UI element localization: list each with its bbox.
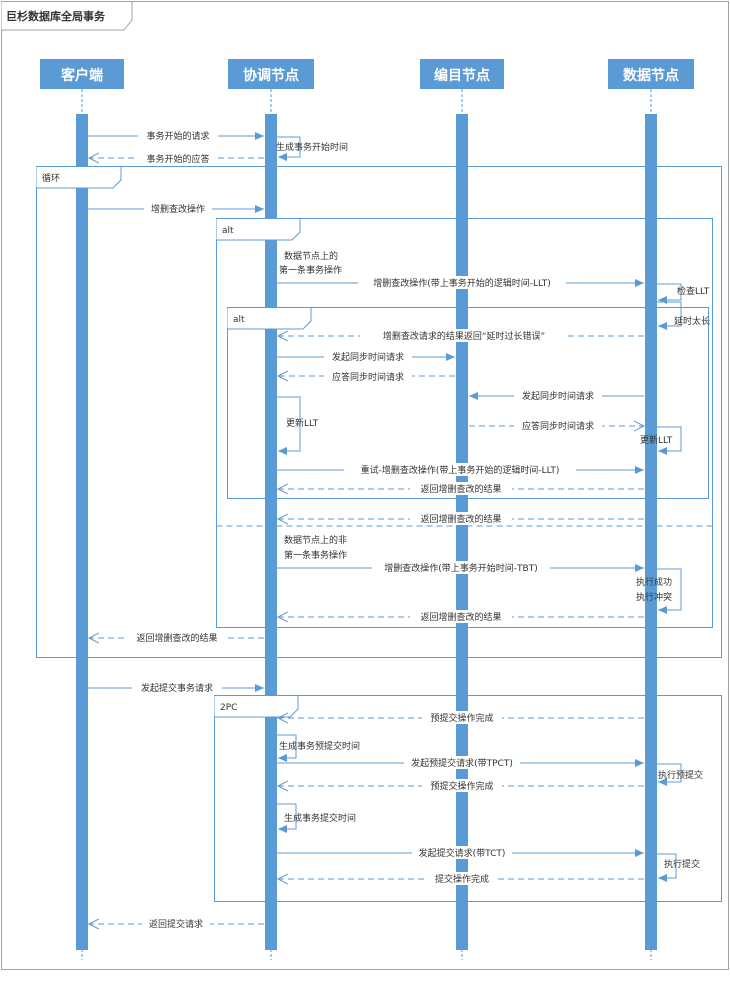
loop-frame-label: 循环 bbox=[42, 172, 60, 184]
participant-label: 协调节点 bbox=[243, 67, 299, 84]
message-gen-precommit-time: 生成事务预提交时间 bbox=[277, 734, 360, 762]
participant-data: 数据节点 bbox=[608, 59, 694, 89]
message-commit-request: 发起提交事务请求 bbox=[88, 681, 264, 694]
message-crud-with-llt: 增删查改操作(带上事务开始的逻辑时间-LLT) bbox=[277, 276, 644, 289]
participant-label: 编目节点 bbox=[434, 67, 490, 84]
message-crud-result-2: 返回增删查改的结果 bbox=[278, 512, 644, 525]
alt-frame-outer-label: alt bbox=[222, 226, 234, 236]
message-label: 生成事务预提交时间 bbox=[279, 740, 360, 752]
diagram-title: 巨杉数据库全局事务 bbox=[6, 9, 106, 23]
message-label: 生成事务提交时间 bbox=[284, 812, 356, 824]
guard-first-op-line2: 第一条事务操作 bbox=[279, 264, 342, 276]
message-label: 应答同步时间请求 bbox=[522, 420, 594, 432]
message-exec-result: 执行成功 执行冲突 bbox=[636, 568, 682, 614]
message-label: 返回增删查改的结果 bbox=[136, 632, 217, 644]
message-label: 返回提交请求 bbox=[149, 918, 203, 930]
message-label: 检查LLT bbox=[677, 285, 710, 297]
participant-catalog: 编目节点 bbox=[420, 59, 504, 89]
participant-coordinator: 协调节点 bbox=[228, 59, 314, 89]
activation-bars bbox=[76, 114, 657, 950]
alt-frame-outer: alt bbox=[216, 218, 713, 628]
message-commit-tct-request: 发起提交请求(带TCT) bbox=[277, 846, 644, 859]
message-label: 增删查改操作 bbox=[151, 203, 205, 215]
message-crud-result-3: 返回增删查改的结果 bbox=[278, 610, 644, 623]
twopc-frame: 2PC bbox=[214, 695, 722, 902]
message-sync-time-reply-data: 应答同步时间请求 bbox=[469, 419, 644, 432]
message-update-llt-data: 更新LLT bbox=[640, 426, 682, 455]
message-label: 增删查改操作(带上事务开始时间-TBT) bbox=[384, 562, 537, 574]
message-label: 增删查改请求的结果返回“延时过长错误” bbox=[383, 330, 545, 342]
message-label: 返回增删查改的结果 bbox=[420, 483, 501, 495]
message-label: 执行成功 bbox=[636, 576, 672, 588]
message-commit-done: 提交操作完成 bbox=[278, 872, 644, 885]
message-exec-commit: 执行提交 bbox=[657, 853, 700, 882]
message-label: 发起同步时间请求 bbox=[332, 351, 404, 363]
message-label: 发起提交事务请求 bbox=[141, 682, 213, 694]
message-crud-request: 增删查改操作 bbox=[88, 202, 264, 215]
alt-frame-inner: alt bbox=[227, 307, 709, 499]
message-label: 生成事务开始时间 bbox=[276, 141, 348, 153]
message-update-llt-coord: 更新LLT bbox=[277, 396, 319, 455]
message-delay-error-reply: 增删查改请求的结果返回“延时过长错误” bbox=[278, 329, 644, 342]
message-label: 延时太长 bbox=[674, 315, 710, 327]
message-sync-time-request-coord: 发起同步时间请求 bbox=[277, 350, 455, 363]
message-label: 预提交操作完成 bbox=[430, 780, 493, 792]
message-label: 执行冲突 bbox=[636, 591, 672, 603]
message-label: 预提交操作完成 bbox=[430, 712, 493, 724]
message-precommit-request: 发起预提交请求(带TPCT) bbox=[277, 756, 644, 769]
message-label: 执行预提交 bbox=[658, 769, 703, 781]
message-begin-request: 事务开始的请求 bbox=[88, 129, 264, 142]
message-gen-commit-time: 生成事务提交时间 bbox=[277, 803, 356, 833]
message-label: 更新LLT bbox=[640, 434, 673, 446]
message-precommit-done-1: 预提交操作完成 bbox=[278, 711, 644, 724]
loop-frame: 循环 bbox=[36, 166, 722, 658]
twopc-frame-label: 2PC bbox=[220, 703, 237, 713]
message-label: 返回增删查改的结果 bbox=[420, 611, 501, 623]
participant-label: 客户端 bbox=[60, 67, 103, 84]
message-crud-result-client: 返回增删查改的结果 bbox=[89, 631, 264, 644]
outer-border bbox=[1, 1, 729, 970]
title-tab bbox=[1, 1, 133, 31]
message-delay-too-long: 延时太长 bbox=[657, 301, 710, 330]
message-commit-reply-client: 返回提交请求 bbox=[89, 917, 264, 930]
lifelines bbox=[81, 89, 652, 960]
participant-client: 客户端 bbox=[40, 59, 124, 89]
message-gen-begin-time: 生成事务开始时间 bbox=[276, 136, 348, 161]
guard-nonfirst-op-line2: 第一条事务操作 bbox=[284, 549, 347, 561]
message-label: 发起提交请求(带TCT) bbox=[419, 847, 506, 859]
message-label: 返回增删查改的结果 bbox=[420, 513, 501, 525]
message-crud-with-tbt: 增删查改操作(带上事务开始时间-TBT) bbox=[277, 561, 644, 574]
message-label: 事务开始的请求 bbox=[146, 130, 209, 142]
message-sync-time-reply-coord: 应答同步时间请求 bbox=[278, 370, 455, 383]
message-retry-crud: 重试-增删查改操作(带上事务开始的逻辑时间-LLT) bbox=[277, 463, 644, 476]
message-label: 增删查改操作(带上事务开始的逻辑时间-LLT) bbox=[373, 277, 551, 289]
message-label: 发起预提交请求(带TPCT) bbox=[411, 757, 513, 769]
message-check-llt: 检查LLT bbox=[657, 283, 710, 304]
message-label: 执行提交 bbox=[664, 858, 700, 870]
message-exec-precommit: 执行预提交 bbox=[657, 763, 703, 786]
message-label: 应答同步时间请求 bbox=[332, 371, 404, 383]
message-begin-reply: 事务开始的应答 bbox=[89, 152, 264, 165]
message-label: 事务开始的应答 bbox=[146, 153, 209, 165]
message-label: 发起同步时间请求 bbox=[522, 390, 594, 402]
guard-nonfirst-op-line1: 数据节点上的非 bbox=[284, 534, 347, 546]
alt-frame-inner-label: alt bbox=[233, 315, 245, 325]
message-label: 更新LLT bbox=[286, 417, 319, 429]
participant-label: 数据节点 bbox=[623, 67, 679, 84]
message-label: 重试-增删查改操作(带上事务开始的逻辑时间-LLT) bbox=[361, 464, 560, 476]
message-precommit-done-2: 预提交操作完成 bbox=[278, 779, 644, 792]
message-crud-result-1: 返回增删查改的结果 bbox=[278, 482, 644, 495]
message-sync-time-request-data: 发起同步时间请求 bbox=[469, 389, 644, 402]
message-label: 提交操作完成 bbox=[435, 873, 489, 885]
guard-first-op-line1: 数据节点上的 bbox=[284, 250, 338, 262]
